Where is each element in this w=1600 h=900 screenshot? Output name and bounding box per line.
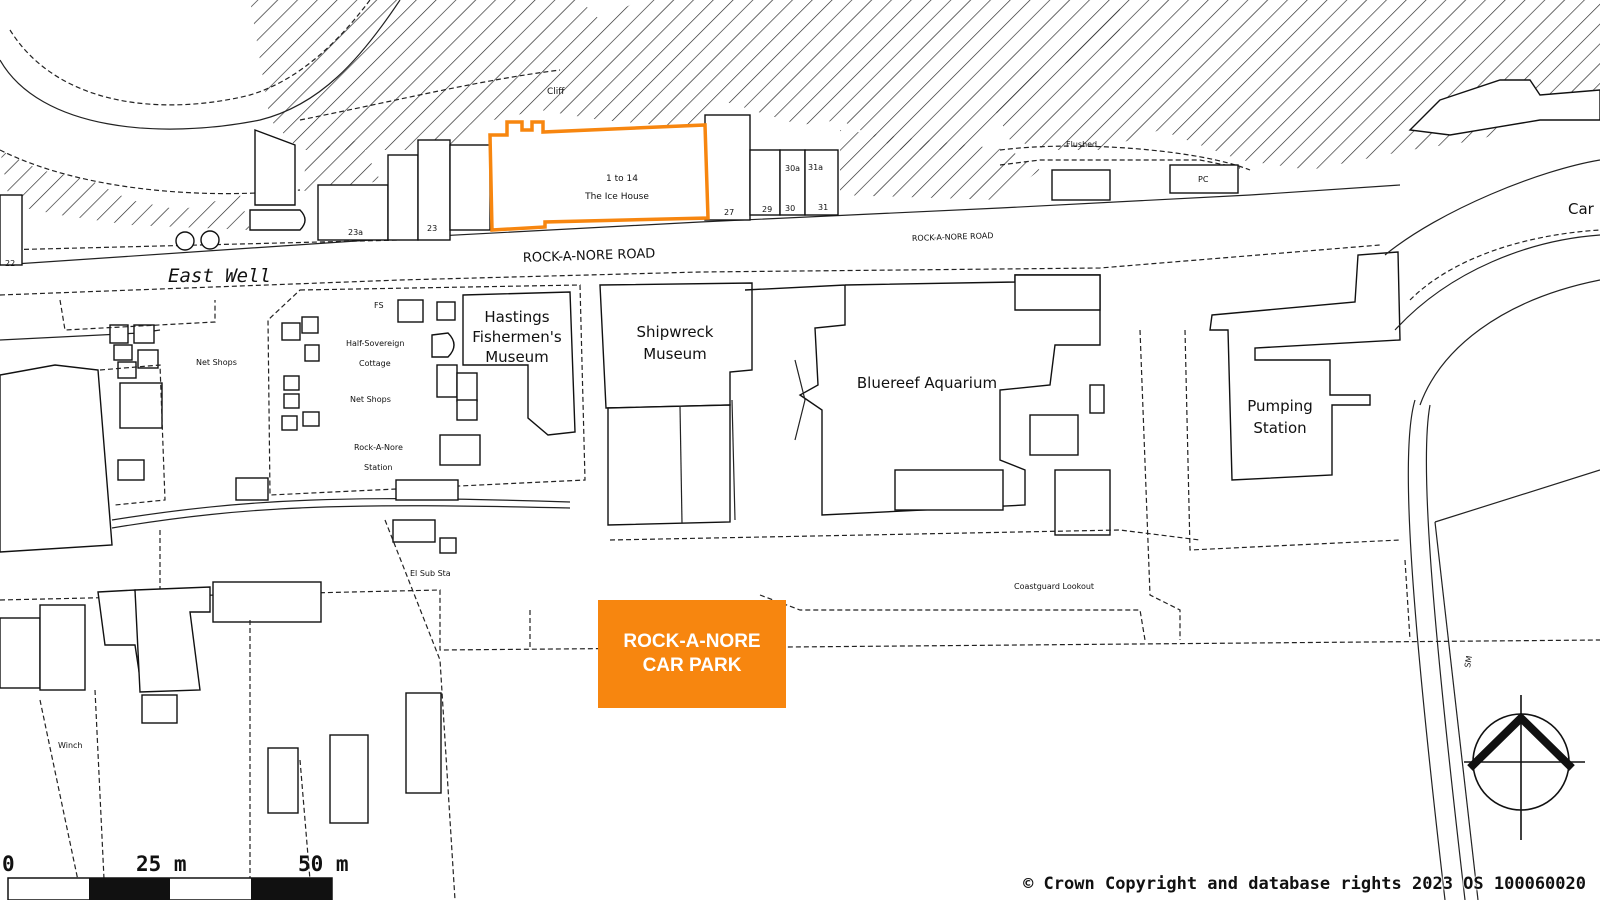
- building-label: Rock-A-Nore: [354, 443, 403, 452]
- road-label: ROCK-A-NORE ROAD: [912, 231, 994, 243]
- building-label: El Sub Sta: [410, 569, 451, 578]
- area-label: East Well: [168, 265, 271, 287]
- building-label: Net Shops: [196, 358, 237, 367]
- building-label-line: Fishermen's: [472, 328, 562, 346]
- house-numbers: 22 23a 23 27 29 30 31 30a 31a: [5, 163, 828, 268]
- scale-label-50: 50 m: [298, 852, 349, 876]
- road-label: ROCK-A-NORE ROAD: [523, 246, 656, 266]
- flushed-label: Flushed: [1066, 140, 1097, 149]
- house-number: 29: [762, 205, 772, 214]
- building-label-line: Shipwreck: [637, 323, 714, 341]
- cliff-path-lines: [0, 0, 1251, 251]
- cliff-label: Cliff: [547, 87, 565, 97]
- building-label: Net Shops: [350, 395, 391, 404]
- bluereef-label: Bluereef Aquarium: [857, 374, 997, 392]
- building-label-line: Station: [1253, 419, 1306, 437]
- building-label-line: Museum: [643, 345, 707, 363]
- ice-house-name: The Ice House: [584, 192, 649, 202]
- building-label: Winch: [58, 741, 83, 750]
- house-number: 31a: [808, 163, 823, 172]
- building-label: FS: [374, 301, 384, 310]
- southwest-buildings: Winch: [0, 581, 442, 900]
- pc-label: PC: [1198, 175, 1209, 184]
- car-park-label: ROCK-A-NORE CAR PARK: [623, 631, 761, 676]
- fishermens-quarter: FS Half-Sovereign Cottage Net Shops Net …: [196, 284, 586, 496]
- scale-label-25: 25 m: [136, 852, 187, 876]
- ice-house-building[interactable]: 1 to 14 The Ice House: [488, 120, 710, 232]
- north-arrow-icon: [1464, 695, 1585, 840]
- house-number: 22: [5, 259, 15, 268]
- scale-label-0: 0: [2, 852, 15, 876]
- house-number: 23a: [348, 228, 363, 237]
- house-number: 30: [785, 204, 795, 213]
- house-number: 30a: [785, 164, 800, 173]
- building-label: Station: [364, 463, 392, 472]
- ice-house-number: 1 to 14: [606, 174, 638, 184]
- house-number: 31: [818, 203, 828, 212]
- bluereef-aquarium-building[interactable]: Bluereef Aquarium: [731, 274, 1111, 536]
- building-label-line: Pumping: [1247, 397, 1313, 415]
- copyright-notice: © Crown Copyright and database rights 20…: [1023, 874, 1586, 894]
- house-number: 23: [427, 224, 437, 233]
- west-block: [0, 299, 216, 553]
- building-label-line: Museum: [485, 348, 549, 366]
- car-park-label-box[interactable]: ROCK-A-NORE CAR PARK: [598, 600, 786, 708]
- scale-bar: [7, 877, 333, 900]
- house-number: 27: [724, 208, 734, 217]
- railway: El Sub Sta: [111, 477, 571, 578]
- building-label-line: Hastings: [484, 308, 549, 326]
- building-label: Coastguard Lookout: [1014, 582, 1094, 591]
- building-label: SM: [1463, 655, 1474, 668]
- building-label: Car: [1568, 200, 1595, 218]
- building-label: Cottage: [359, 359, 391, 368]
- north-buildings: [0, 79, 1600, 266]
- east-road: Car SM: [1384, 159, 1600, 900]
- building-label: Half-Sovereign: [346, 339, 404, 348]
